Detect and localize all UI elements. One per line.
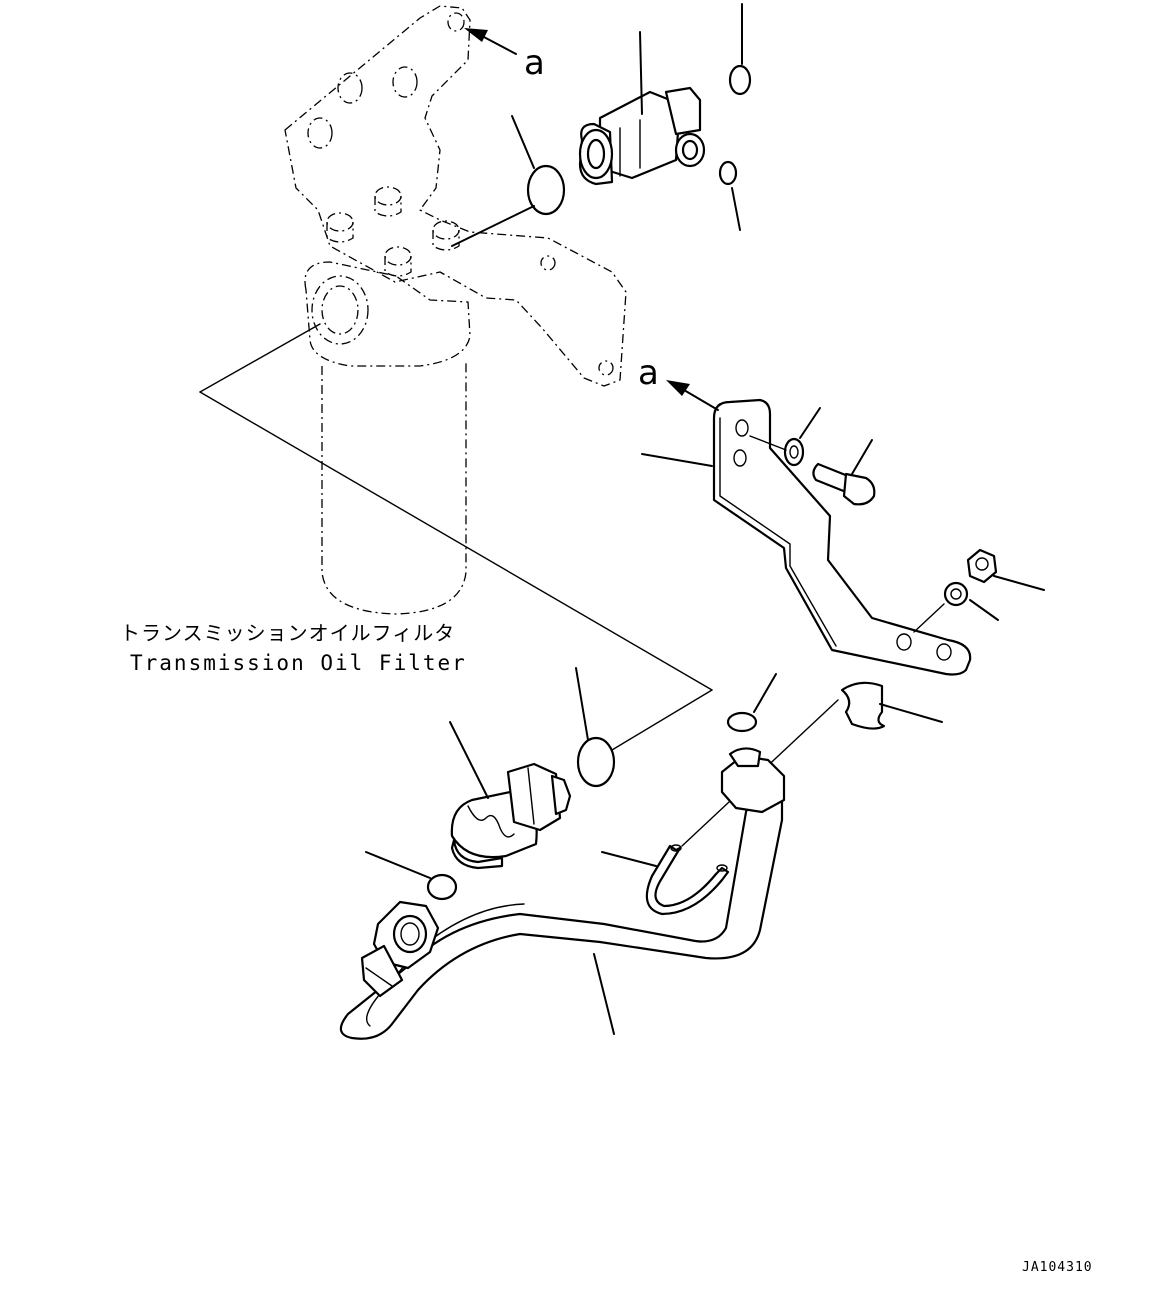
reference-arrow-a-bracket <box>666 380 719 411</box>
leader-tee-fitting <box>639 31 643 115</box>
filter-label-english: Transmission Oil Filter <box>130 651 467 675</box>
mounting-bracket <box>712 398 972 676</box>
leader-filter-label <box>199 323 713 691</box>
phantom-bolt-2 <box>326 212 354 243</box>
leader-adapter-fitting <box>449 721 489 799</box>
o-ring-top-small <box>718 160 741 231</box>
phantom-filter-head-bracket <box>284 5 627 387</box>
drawing-code: JA104310 <box>1022 1260 1093 1275</box>
phantom-bolt-1 <box>374 186 402 217</box>
phantom-oil-filter-canister <box>321 360 467 615</box>
nut-right <box>966 548 1045 591</box>
u-bolt-clamp <box>601 699 839 916</box>
o-ring-top-right <box>728 3 752 96</box>
o-ring-mid-large <box>575 667 713 788</box>
reference-arrow-a-top <box>464 28 517 55</box>
phantom-bolt-4 <box>384 246 412 277</box>
phantom-bolt-3 <box>432 220 460 251</box>
leader-oil-tube <box>593 953 615 1035</box>
washer-right <box>913 581 999 633</box>
adapter-fitting <box>450 762 572 870</box>
bolt-bracket <box>812 439 876 506</box>
leader-bracket <box>641 453 713 467</box>
o-ring-bottom-left <box>365 851 458 901</box>
reference-label-a-top: a <box>524 43 545 83</box>
reference-label-a-bracket: a <box>638 353 659 393</box>
washer-bracket <box>749 407 821 467</box>
o-ring-mid-right <box>726 673 777 733</box>
oil-tube-assembly <box>339 747 786 1040</box>
tee-fitting-top <box>578 86 706 186</box>
filter-label-japanese: トランスミッションオイルフィルタ <box>120 621 455 645</box>
o-ring-large-top <box>451 115 566 247</box>
clamp-cushion <box>840 681 943 730</box>
